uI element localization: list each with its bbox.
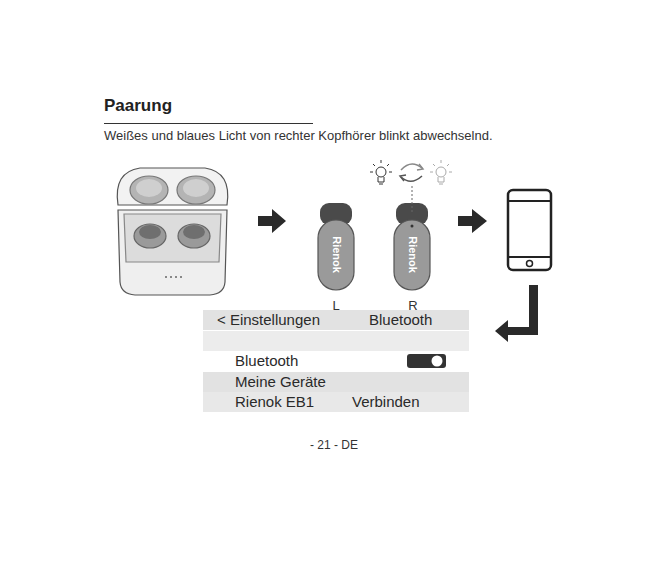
setting-name: < Einstellungen	[217, 310, 320, 330]
setting-value: Bluetooth	[369, 310, 432, 330]
blue-light-icon	[430, 160, 452, 184]
bent-arrow	[495, 285, 538, 342]
page-number: - 21 - DE	[310, 438, 358, 452]
toggle-knob	[432, 356, 443, 367]
block-arrow	[458, 209, 487, 233]
settings-header-row: < Einstellungen Bluetooth	[203, 310, 469, 330]
instruction-text: Weißes und blaues Licht von rechter Kopf…	[104, 128, 493, 144]
title-underline	[104, 123, 313, 124]
blank-band	[203, 331, 469, 351]
block-arrow	[258, 209, 286, 233]
charging-case	[117, 168, 228, 295]
section-title: Paarung	[104, 96, 172, 116]
white-light-icon	[370, 160, 392, 184]
setting-name: Meine Geräte	[235, 372, 326, 392]
right-earbud	[394, 203, 430, 290]
alternate-arrows	[400, 164, 423, 181]
setting-name: Rienok EB1	[235, 392, 314, 412]
left-earbud	[318, 203, 354, 290]
earbud-brand: Rienok	[405, 237, 418, 274]
bluetooth-row: Bluetooth	[203, 351, 469, 371]
light-leader	[412, 186, 413, 212]
setting-value: Verbinden	[352, 392, 420, 412]
device-row: Rienok EB1 Verbinden	[203, 392, 469, 412]
smartphone	[508, 190, 551, 270]
earbud-brand: Rienok	[329, 237, 342, 274]
my-devices-row: Meine Geräte	[203, 372, 469, 392]
toggle-switch	[407, 354, 446, 368]
setting-name: Bluetooth	[235, 351, 298, 371]
